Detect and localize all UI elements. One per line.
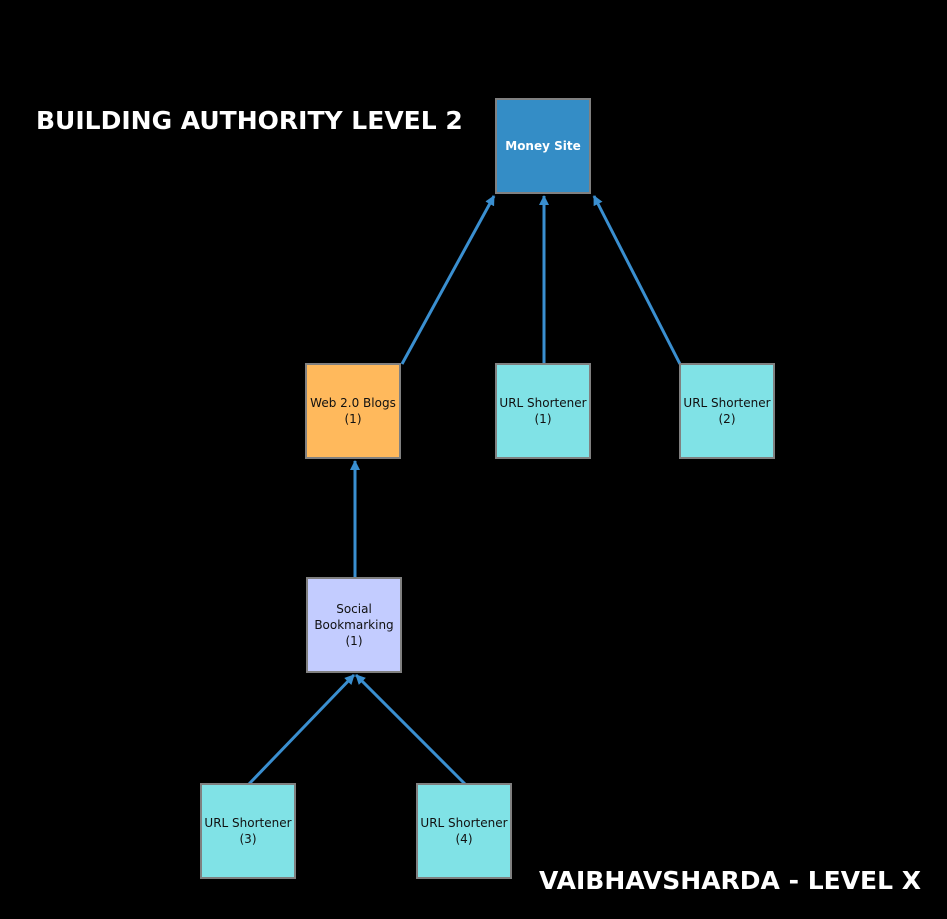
footer-label: VAIBHAVSHARDA - LEVEL X [539, 866, 922, 895]
node-web20-blogs[interactable]: Web 2.0 Blogs (1) [305, 363, 401, 459]
node-social-bookmarking[interactable]: Social Bookmarking (1) [306, 577, 402, 673]
node-count: (1) [344, 412, 362, 426]
edge-url4-to-social [354, 673, 467, 786]
node-url-shortener-3[interactable]: URL Shortener (3) [200, 783, 296, 879]
node-count: (3) [239, 832, 257, 846]
edge-url2-to-money [592, 195, 682, 365]
node-url-shortener-1[interactable]: URL Shortener (1) [495, 363, 591, 459]
node-label: URL Shortener [204, 816, 292, 830]
node-label: Web 2.0 Blogs [310, 396, 396, 410]
edge-url3-to-social [247, 673, 356, 786]
node-url-shortener-2[interactable]: URL Shortener (2) [679, 363, 775, 459]
node-label: URL Shortener [420, 816, 508, 830]
node-label-2: Bookmarking [314, 618, 394, 632]
diagram-title: BUILDING AUTHORITY LEVEL 2 [36, 106, 463, 135]
node-label: URL Shortener [683, 396, 771, 410]
node-count: (1) [345, 634, 363, 648]
node-url-shortener-4[interactable]: URL Shortener (4) [416, 783, 512, 879]
node-label: URL Shortener [499, 396, 587, 410]
node-count: (4) [455, 832, 473, 846]
edge-web-to-money [400, 195, 496, 365]
node-money-site[interactable]: Money Site [495, 98, 591, 194]
node-label: Money Site [505, 139, 581, 153]
node-label: Social [336, 602, 372, 616]
node-count: (2) [718, 412, 736, 426]
node-count: (1) [534, 412, 552, 426]
